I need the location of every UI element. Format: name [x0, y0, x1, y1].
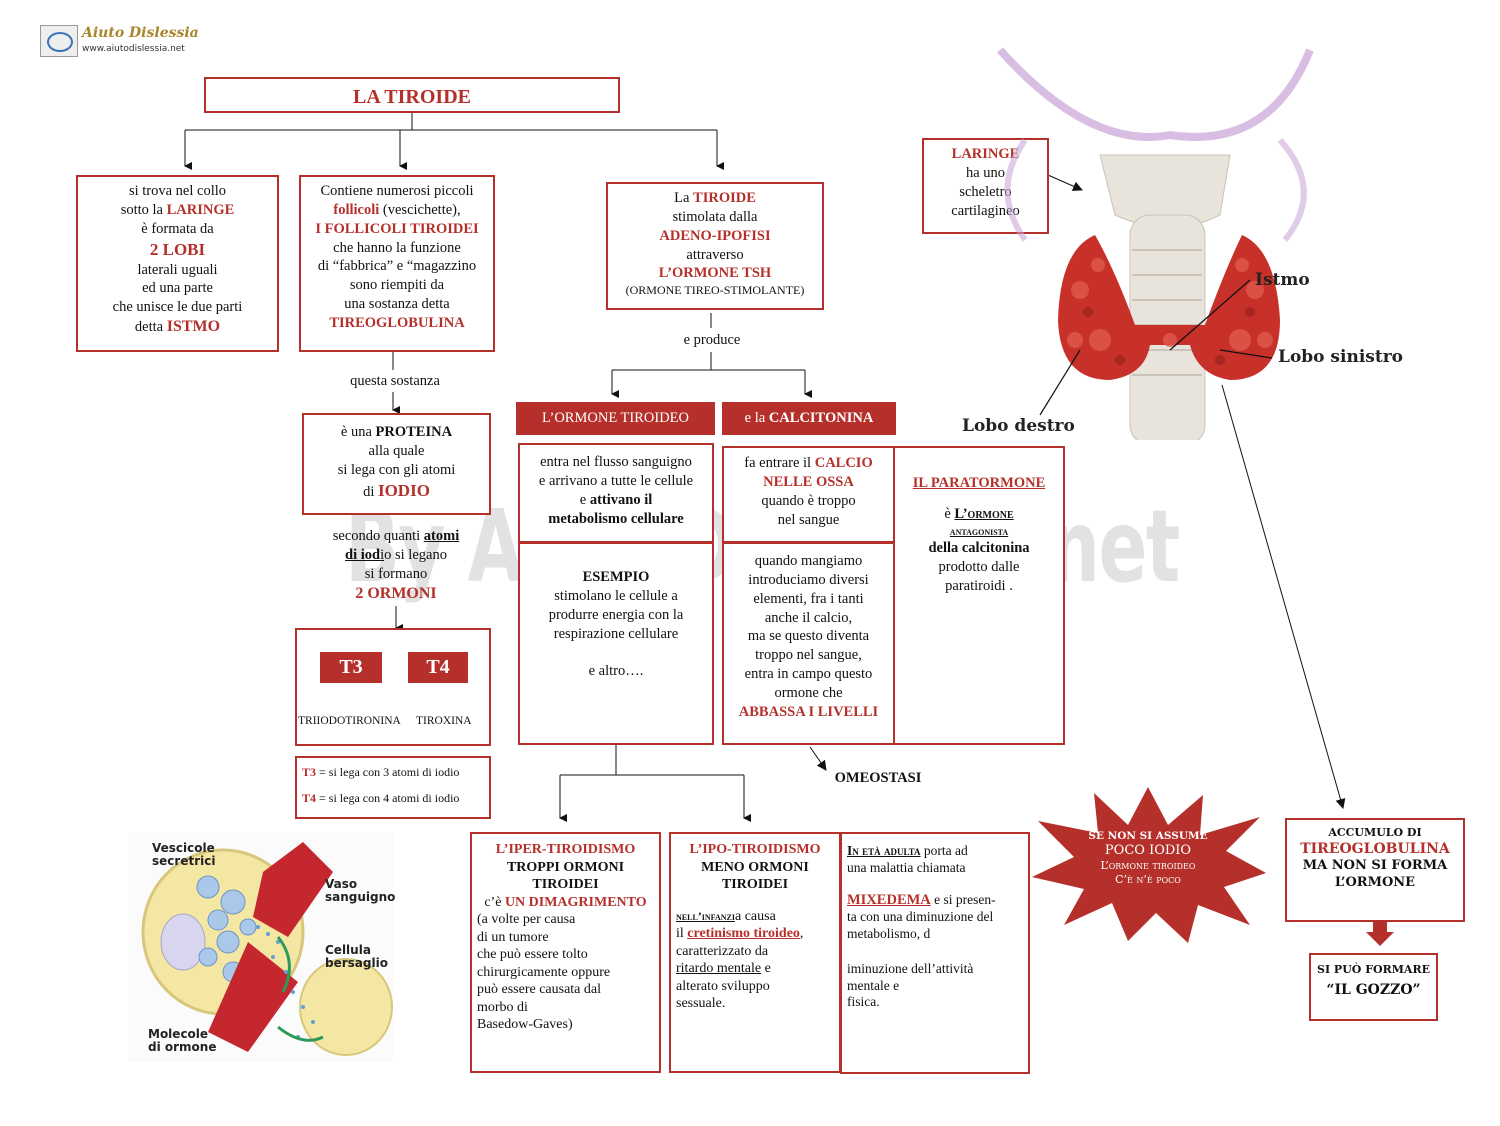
atoms-text: secondo quanti atomi di iodio si legano …: [332, 528, 460, 602]
vaso-label: Vaso sanguigno: [325, 877, 396, 905]
t3-name: TRIIODOTIRONINA: [298, 715, 401, 727]
parathormone-box: IL PARATORMONE è L’ormone antagonista de…: [893, 446, 1065, 745]
cellula-label: Cellula bersaglio: [325, 943, 388, 971]
location-box: si trova nel collo sotto la LARINGE è fo…: [76, 175, 279, 352]
thyroid-hormone-header: L’ORMONE TIROIDEO: [516, 402, 715, 435]
molecole-label: Molecole di ormone: [148, 1027, 217, 1055]
logo[interactable]: Aiuto Dislessia www.aiutodislessia.net: [40, 25, 200, 59]
accumulation-arrow-icon: [1366, 922, 1394, 946]
follicles-box: Contiene numerosi piccoli follicoli (ves…: [299, 175, 495, 352]
larynx-box: LARINGE ha uno scheletro cartilagineo: [922, 138, 1049, 234]
t3-badge: T3: [320, 652, 382, 683]
logo-url: www.aiutodislessia.net: [82, 44, 185, 54]
calcium-box: fa entrare il CALCIO NELLE OSSA quando è…: [722, 446, 895, 543]
logo-name: Aiuto Dislessia: [82, 25, 199, 41]
starburst-shape: [1032, 787, 1266, 943]
hypo-box: L’IPO-TIROIDISMO MENO ORMONI TIROIDEI ne…: [669, 832, 841, 1073]
t4-name: TIROXINA: [416, 715, 472, 727]
flow-box: entra nel flusso sanguigno e arrivano a …: [518, 443, 714, 543]
starburst-text: SE NON SI ASSUME POCO IODIO L’ormone tir…: [1088, 830, 1208, 887]
substance-text: questa sostanza: [350, 373, 440, 389]
tsh-box: La TIROIDE stimolata dalla ADENO-IPOFISI…: [606, 182, 824, 310]
adult-box: In età adulta porta ad una malattia chia…: [840, 832, 1030, 1074]
homeostasis-text: OMEOSTASI: [834, 770, 922, 786]
page-title: LA TIROIDE: [352, 86, 471, 108]
produce-text: e produce: [683, 332, 741, 348]
title-box: LA TIROIDE: [204, 77, 620, 113]
lobo-sinistro-label: Lobo sinistro: [1278, 347, 1404, 367]
hormones-definitions: T3 = si lega con 3 atomi di iodio T4 = s…: [295, 756, 491, 819]
lobo-destro-label: Lobo destro: [962, 416, 1075, 436]
thyroid-illustration: [997, 47, 1314, 440]
goiter-box: SI PUÒ FORMARE “IL GOZZO”: [1309, 953, 1438, 1021]
accumulation-box: ACCUMULO DI TIREOGLOBULINA MA NON SI FOR…: [1285, 818, 1465, 922]
vescicole-label: Vescicole secretrici: [152, 841, 216, 869]
cell-illustration: [128, 832, 393, 1062]
hyper-box: L’IPER-TIROIDISMO TROPPI ORMONI TIROIDEI…: [470, 832, 661, 1073]
logo-book-icon: [40, 25, 78, 57]
calcitonin-header: e la CALCITONINA: [722, 402, 896, 435]
istmo-label: Istmo: [1255, 270, 1310, 290]
example-box: ESEMPIO stimolano le cellule a produrre …: [518, 542, 714, 745]
eating-box: quando mangiamo introduciamo diversi ele…: [722, 542, 895, 745]
hormones-box: [295, 628, 491, 746]
t4-badge: T4: [408, 652, 468, 683]
protein-box: è una PROTEINA alla quale si lega con gl…: [302, 413, 491, 515]
